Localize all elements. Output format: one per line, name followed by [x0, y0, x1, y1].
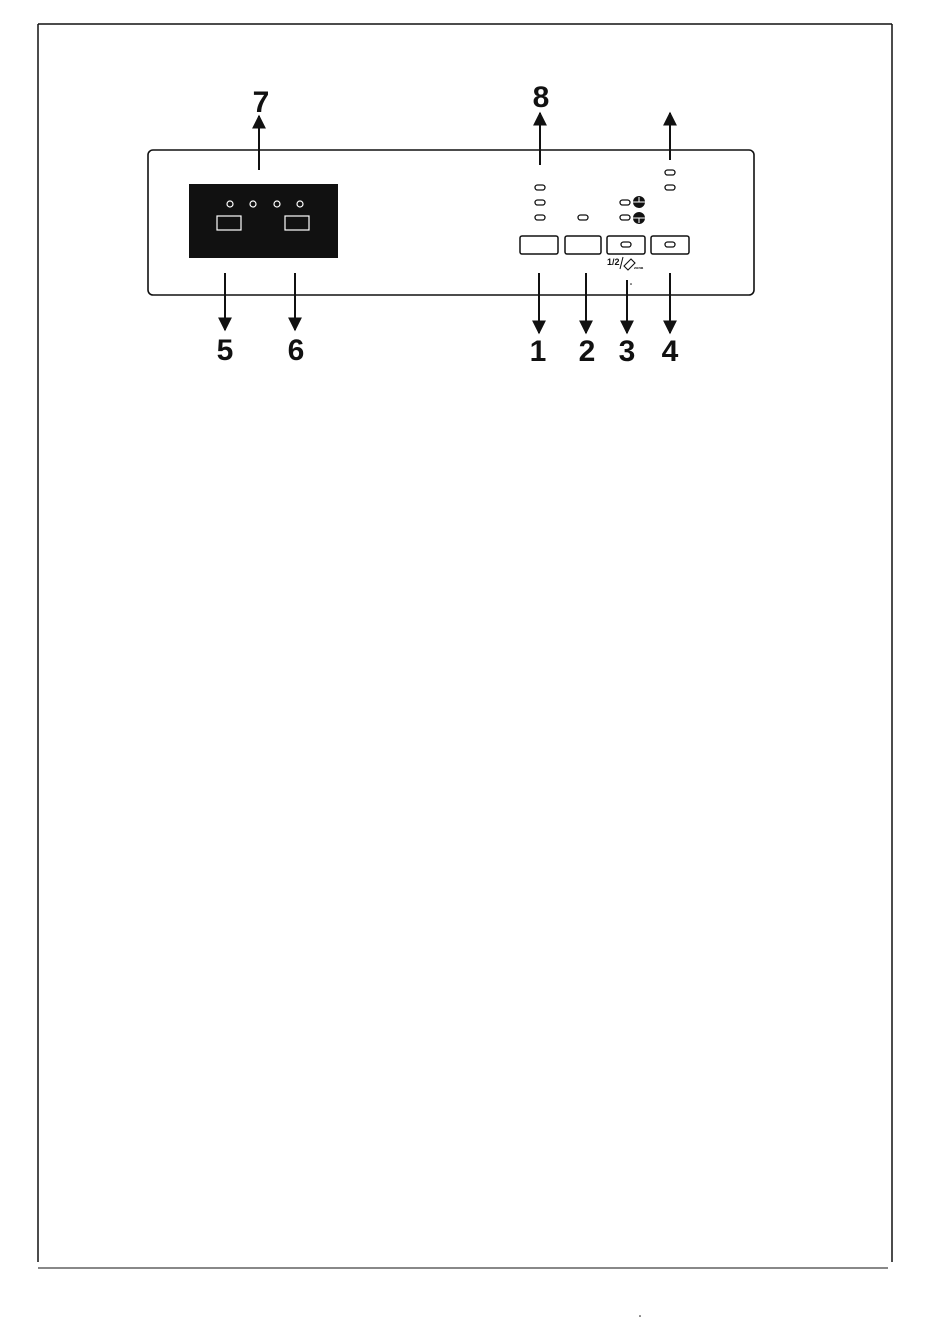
- half-load-sub-caption: zona: [634, 265, 643, 270]
- display-window: [189, 184, 338, 258]
- half-load-caption: 1/2: [607, 257, 620, 267]
- callout-2: 2: [569, 337, 605, 367]
- lower-spray-icon: [633, 212, 645, 224]
- print-mark: [639, 1315, 641, 1317]
- program-button[interactable]: [520, 236, 558, 254]
- option-button[interactable]: [565, 236, 601, 254]
- callout-6: 6: [278, 336, 314, 366]
- callout-5: 5: [207, 336, 243, 366]
- callout-8: 8: [523, 83, 559, 113]
- start-button[interactable]: [651, 236, 689, 254]
- callout-1: 1: [520, 337, 556, 367]
- print-mark: [630, 283, 632, 285]
- callout-3: 3: [609, 337, 645, 367]
- half-load-button[interactable]: [607, 236, 645, 254]
- callout-7: 7: [243, 88, 279, 118]
- callout-4: 4: [652, 337, 688, 367]
- upper-spray-icon: [633, 196, 645, 208]
